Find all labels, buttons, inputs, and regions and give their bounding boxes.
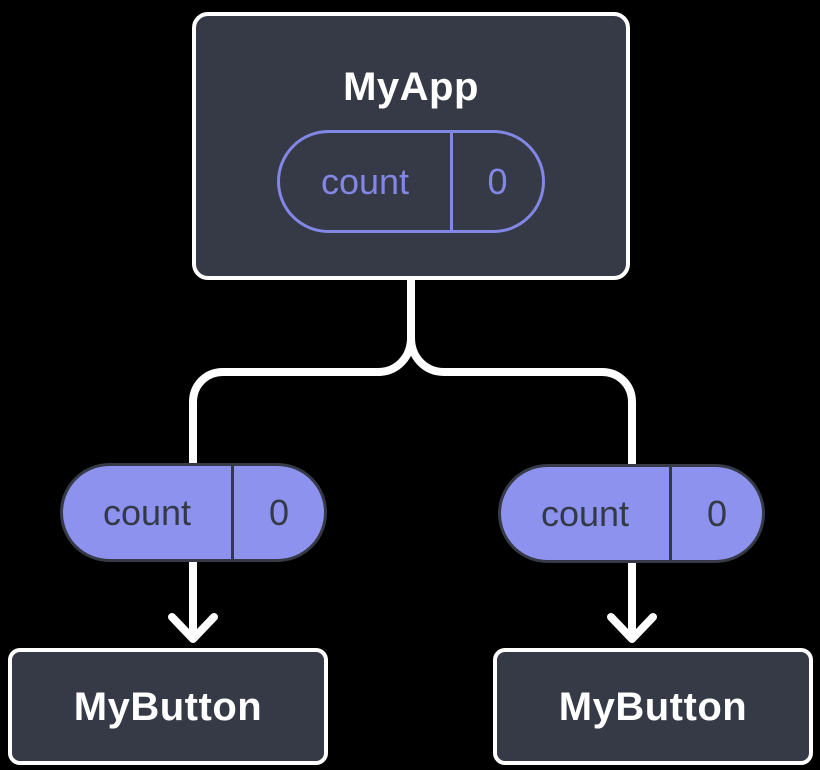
prop-pill-left: count 0 <box>60 463 327 562</box>
prop-pill-right-value: 0 <box>706 492 728 534</box>
prop-pill-left-divider <box>231 466 234 559</box>
state-pill: count 0 <box>277 130 545 233</box>
state-pill-divider <box>450 133 453 230</box>
state-pill-value: 0 <box>487 160 508 202</box>
arrow-left-head-icon <box>168 613 218 643</box>
prop-pill-right-key: count <box>540 492 630 534</box>
node-mybutton-left: MyButton <box>8 648 328 765</box>
prop-pill-right: count 0 <box>498 464 765 563</box>
node-mybutton-left-title: MyButton <box>73 684 263 729</box>
arrow-right-head-icon <box>607 613 657 643</box>
prop-pill-right-divider <box>669 467 672 560</box>
branch-left-line <box>189 272 415 472</box>
node-mybutton-right-title: MyButton <box>558 684 748 729</box>
node-mybutton-right: MyButton <box>493 648 813 765</box>
branch-right-line <box>407 272 636 472</box>
node-myapp: MyApp count 0 <box>192 12 630 280</box>
prop-pill-left-key: count <box>102 491 192 533</box>
state-pill-key: count <box>320 160 410 202</box>
node-myapp-title: MyApp <box>343 65 479 109</box>
prop-pill-left-value: 0 <box>268 491 290 533</box>
